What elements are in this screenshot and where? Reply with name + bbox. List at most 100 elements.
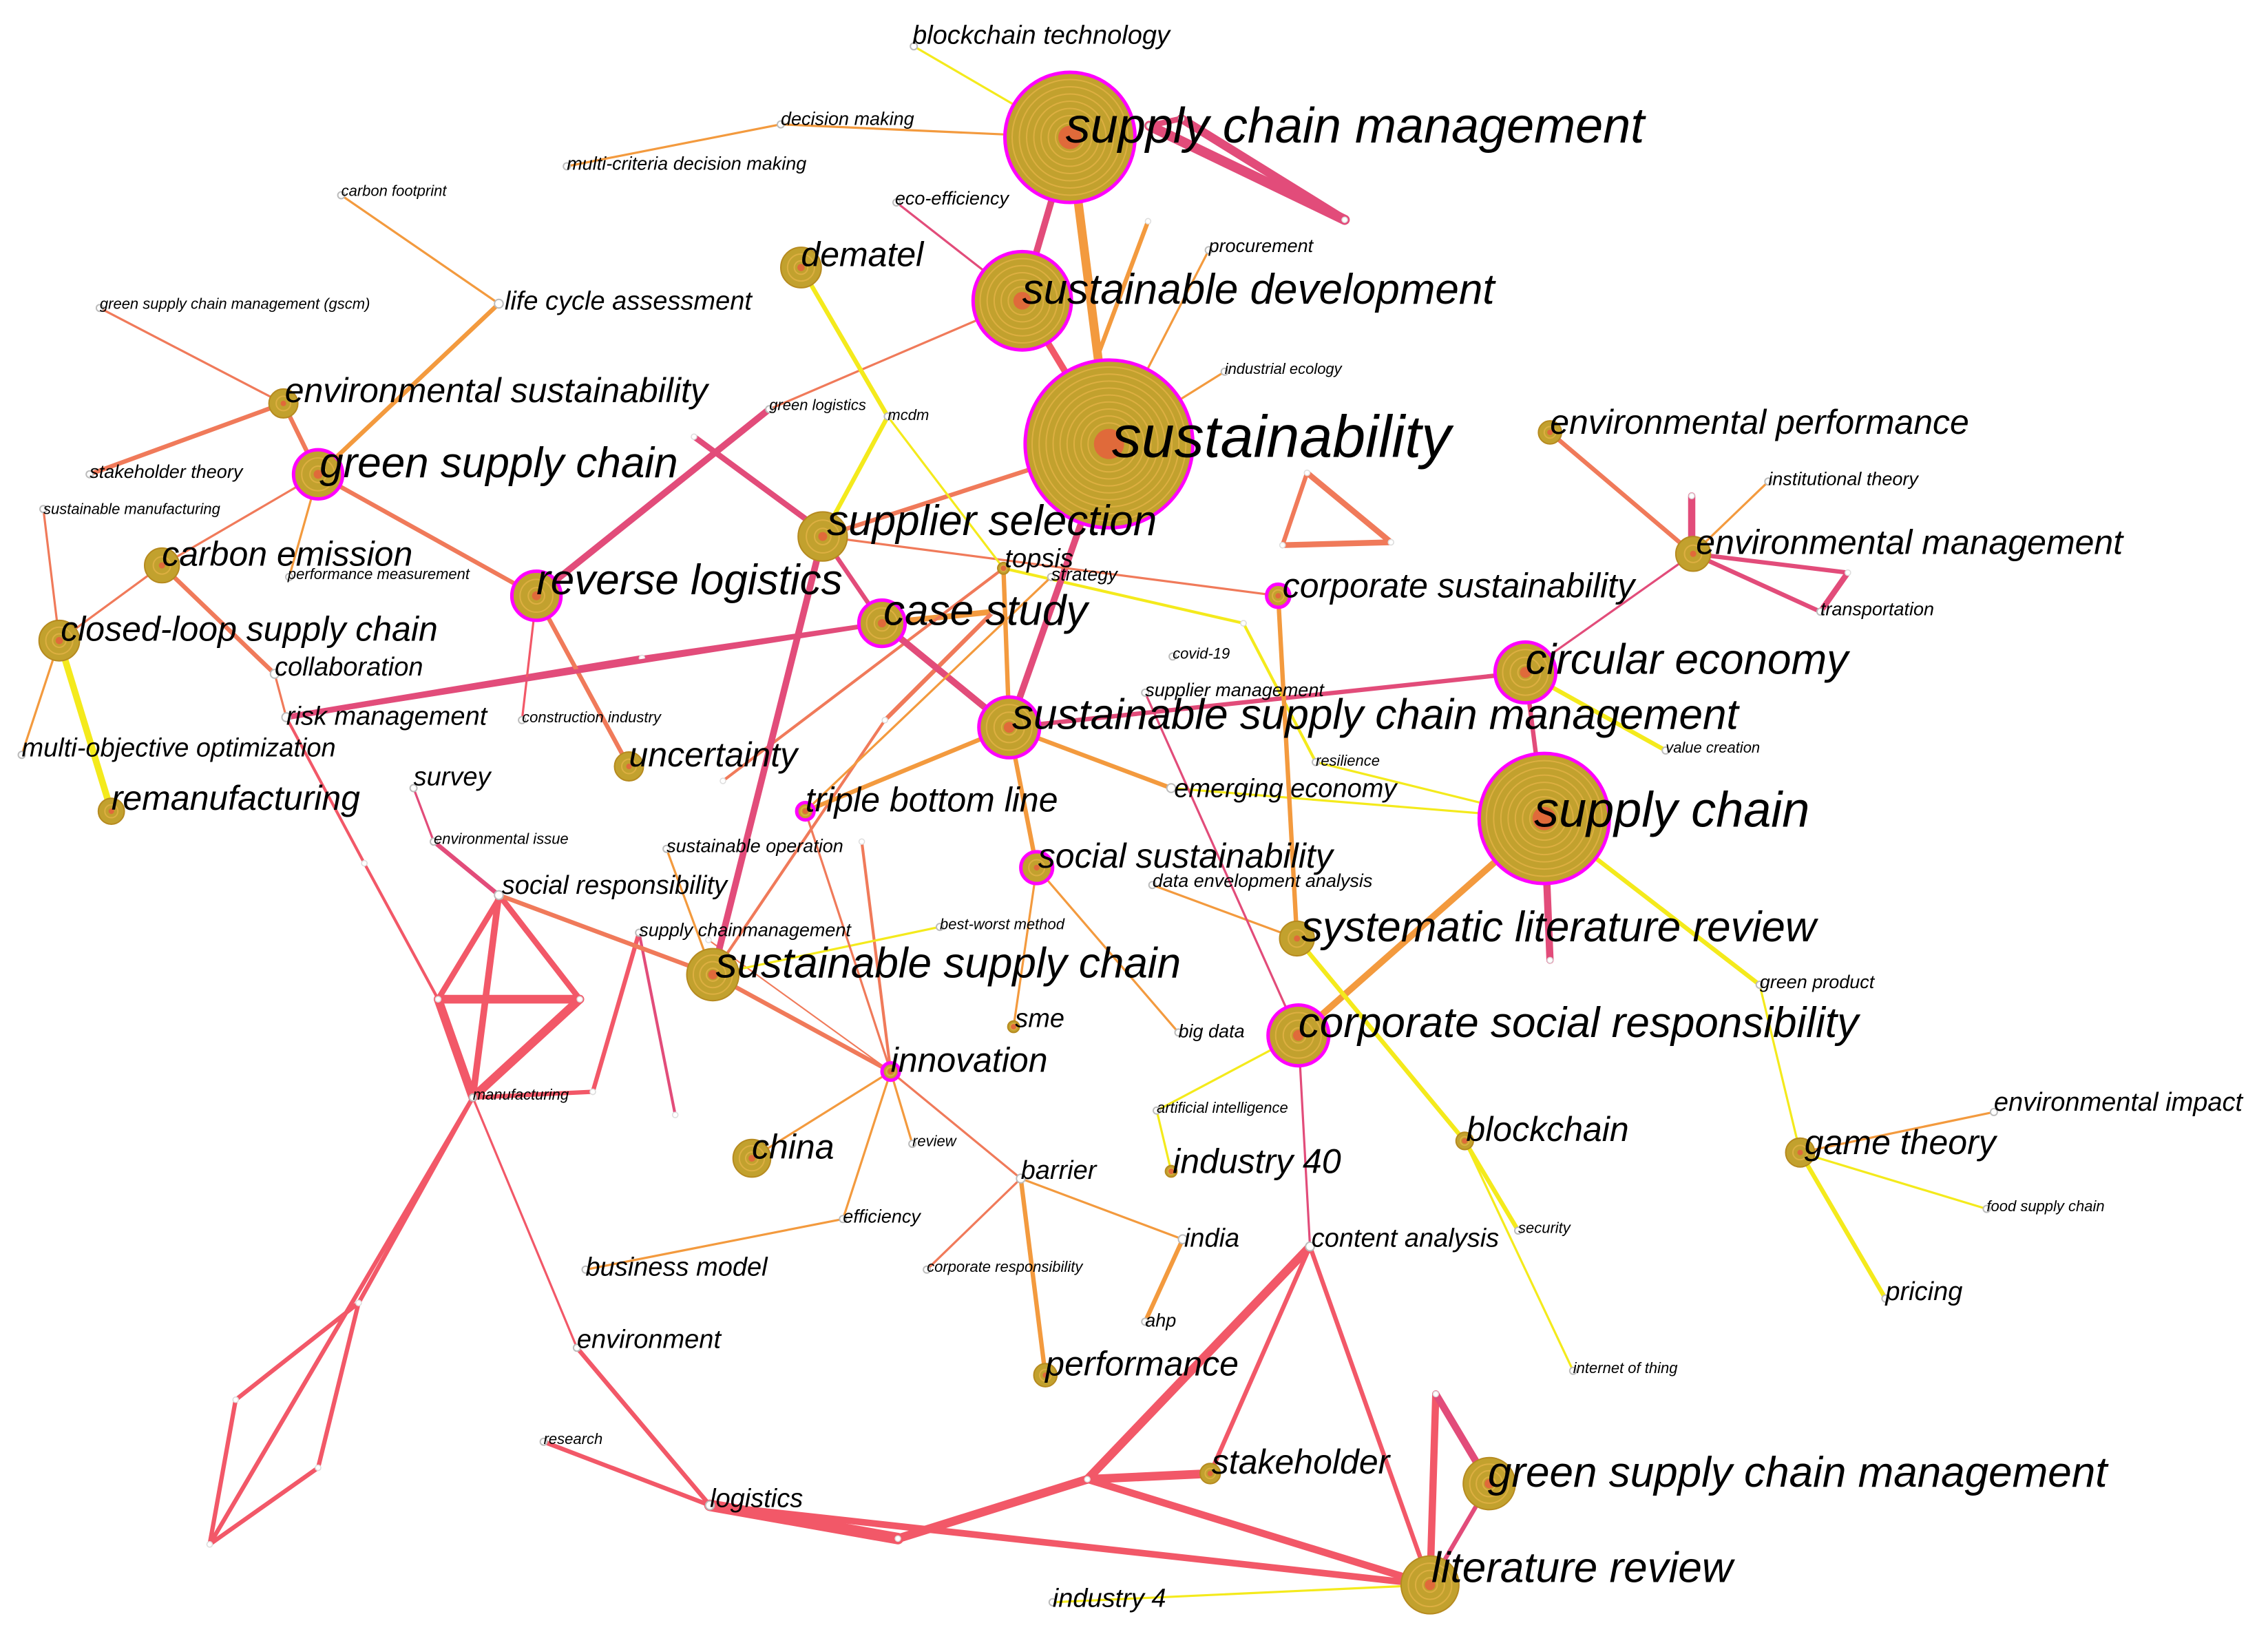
junction-dot [894, 1535, 901, 1542]
node-procurement[interactable] [1204, 246, 1213, 255]
node-sustainable-manufacturing[interactable] [39, 505, 48, 514]
node-review[interactable] [908, 1140, 917, 1149]
node-multi-objective-optimization[interactable] [17, 751, 26, 760]
node-internet-of-thing[interactable] [1568, 1366, 1577, 1375]
node-environmental-performance[interactable] [1537, 420, 1562, 445]
node-stakeholder-theory[interactable] [85, 470, 94, 479]
node-social-sustainability[interactable] [1019, 850, 1055, 886]
node-corporate-sustainability[interactable] [1265, 582, 1292, 609]
node-security[interactable] [1514, 1226, 1522, 1235]
node-scm[interactable] [1003, 70, 1137, 205]
node-carbon-footprint[interactable] [337, 191, 346, 200]
node-manufacturing[interactable] [468, 1093, 477, 1102]
node-reverse-logistics[interactable] [510, 569, 563, 622]
node-sustainable-operation[interactable] [662, 844, 671, 853]
node-multi-criteria-decision-making[interactable] [563, 162, 571, 171]
node-construction-industry[interactable] [518, 715, 527, 724]
node-circular-economy[interactable] [1493, 640, 1558, 705]
network-edge [497, 893, 583, 1003]
node-decision-making[interactable] [777, 120, 785, 129]
node-label: social responsibility [502, 871, 728, 900]
node-big-data[interactable] [1174, 1028, 1183, 1037]
node-pricing[interactable] [1881, 1294, 1890, 1303]
node-supply-chain[interactable] [1477, 751, 1611, 886]
node-ahp[interactable] [1141, 1317, 1150, 1326]
node-environmental-issue[interactable] [430, 837, 438, 846]
node-india[interactable] [1177, 1234, 1188, 1244]
node-china[interactable] [732, 1138, 772, 1178]
node-label: supply chain management [1066, 98, 1647, 154]
node-triple-bottom-line[interactable] [795, 801, 816, 822]
node-environmental-management[interactable] [1674, 536, 1712, 572]
node-value-creation[interactable] [1661, 746, 1670, 755]
node-uncertainty[interactable] [613, 751, 644, 782]
node-sustainable-supply-chain[interactable] [686, 948, 740, 1002]
node-blockchain[interactable] [1455, 1131, 1474, 1151]
node-topsis[interactable] [997, 561, 1010, 575]
node-corporate-social-responsibility[interactable] [1266, 1003, 1331, 1068]
node-collaboration[interactable] [269, 669, 280, 679]
node-mcdm[interactable] [883, 412, 892, 421]
node-strategy[interactable] [1047, 572, 1056, 581]
node-case-study[interactable] [857, 598, 907, 649]
node-covid-19[interactable] [1168, 652, 1177, 661]
node-content-analysis[interactable] [1305, 1241, 1315, 1252]
junction-dot [315, 1464, 322, 1472]
node-closed-loop-supply-chain[interactable] [38, 619, 81, 662]
node-performance-measurement[interactable] [285, 572, 293, 581]
node-stakeholder[interactable] [1199, 1463, 1221, 1485]
node-corporate-responsibility[interactable] [923, 1265, 932, 1274]
node-supplier-selection[interactable] [797, 511, 848, 562]
node-dematel[interactable] [780, 247, 822, 289]
node-green-supply-chain[interactable] [291, 448, 345, 501]
node-industry-4[interactable] [1048, 1598, 1057, 1607]
node-emerging-economy[interactable] [1166, 783, 1177, 793]
node-core [1207, 1470, 1213, 1476]
node-risk-management[interactable] [281, 712, 292, 722]
node-environmental-impact[interactable] [1989, 1107, 1998, 1116]
node-business-model[interactable] [581, 1265, 590, 1274]
node-sustainable-development[interactable] [971, 249, 1073, 352]
node-environment[interactable] [572, 1343, 581, 1352]
node-systematic-literature-review[interactable] [1279, 920, 1315, 957]
node-survey[interactable] [409, 784, 418, 793]
node-sustainability[interactable] [1023, 358, 1195, 530]
node-industrial-ecology[interactable] [1220, 367, 1229, 376]
node-remanufacturing[interactable] [97, 797, 125, 825]
node-sme[interactable] [1007, 1020, 1020, 1034]
node-innovation[interactable] [880, 1061, 901, 1082]
node-carbon-emission[interactable] [144, 547, 180, 584]
node-gscm[interactable] [95, 304, 104, 313]
node-food-supply-chain[interactable] [1982, 1204, 1991, 1213]
node-best-worst-method[interactable] [936, 923, 944, 932]
node-institutional-theory[interactable] [1764, 477, 1773, 486]
node-industry-40[interactable] [1164, 1164, 1178, 1178]
node-core [1484, 1478, 1494, 1489]
node-resilience[interactable] [1312, 757, 1320, 766]
node-blockchain-technology[interactable] [910, 42, 918, 51]
node-barrier[interactable] [1016, 1173, 1026, 1184]
node-efficiency[interactable] [839, 1215, 848, 1224]
node-literature-review[interactable] [1400, 1555, 1460, 1615]
node-supply-chainmanagement[interactable] [635, 928, 644, 937]
node-green-product[interactable] [1755, 981, 1764, 990]
node-life-cycle-assessment[interactable] [494, 298, 504, 309]
node-game-theory[interactable] [1785, 1137, 1816, 1168]
node-sscm[interactable] [977, 695, 1042, 760]
node-green-logistics[interactable] [765, 405, 774, 414]
node-environmental-sustainability[interactable] [268, 388, 299, 419]
node-performance[interactable] [1033, 1363, 1058, 1388]
node-social-responsibility[interactable] [494, 890, 504, 901]
node-label: construction industry [522, 709, 662, 726]
node-core [313, 470, 323, 479]
node-artificial-intelligence[interactable] [1153, 1106, 1161, 1115]
node-logistics[interactable] [704, 1500, 715, 1511]
node-data-envelopment-analysis[interactable] [1148, 881, 1157, 890]
node-transportation[interactable] [1816, 607, 1825, 616]
node-circle [1989, 1107, 1998, 1116]
node-green-supply-chain-management[interactable] [1462, 1456, 1516, 1511]
node-ring [1493, 767, 1596, 870]
node-eco-efficiency[interactable] [892, 198, 901, 207]
node-research[interactable] [539, 1437, 548, 1446]
node-supplier-management[interactable] [1141, 688, 1150, 697]
